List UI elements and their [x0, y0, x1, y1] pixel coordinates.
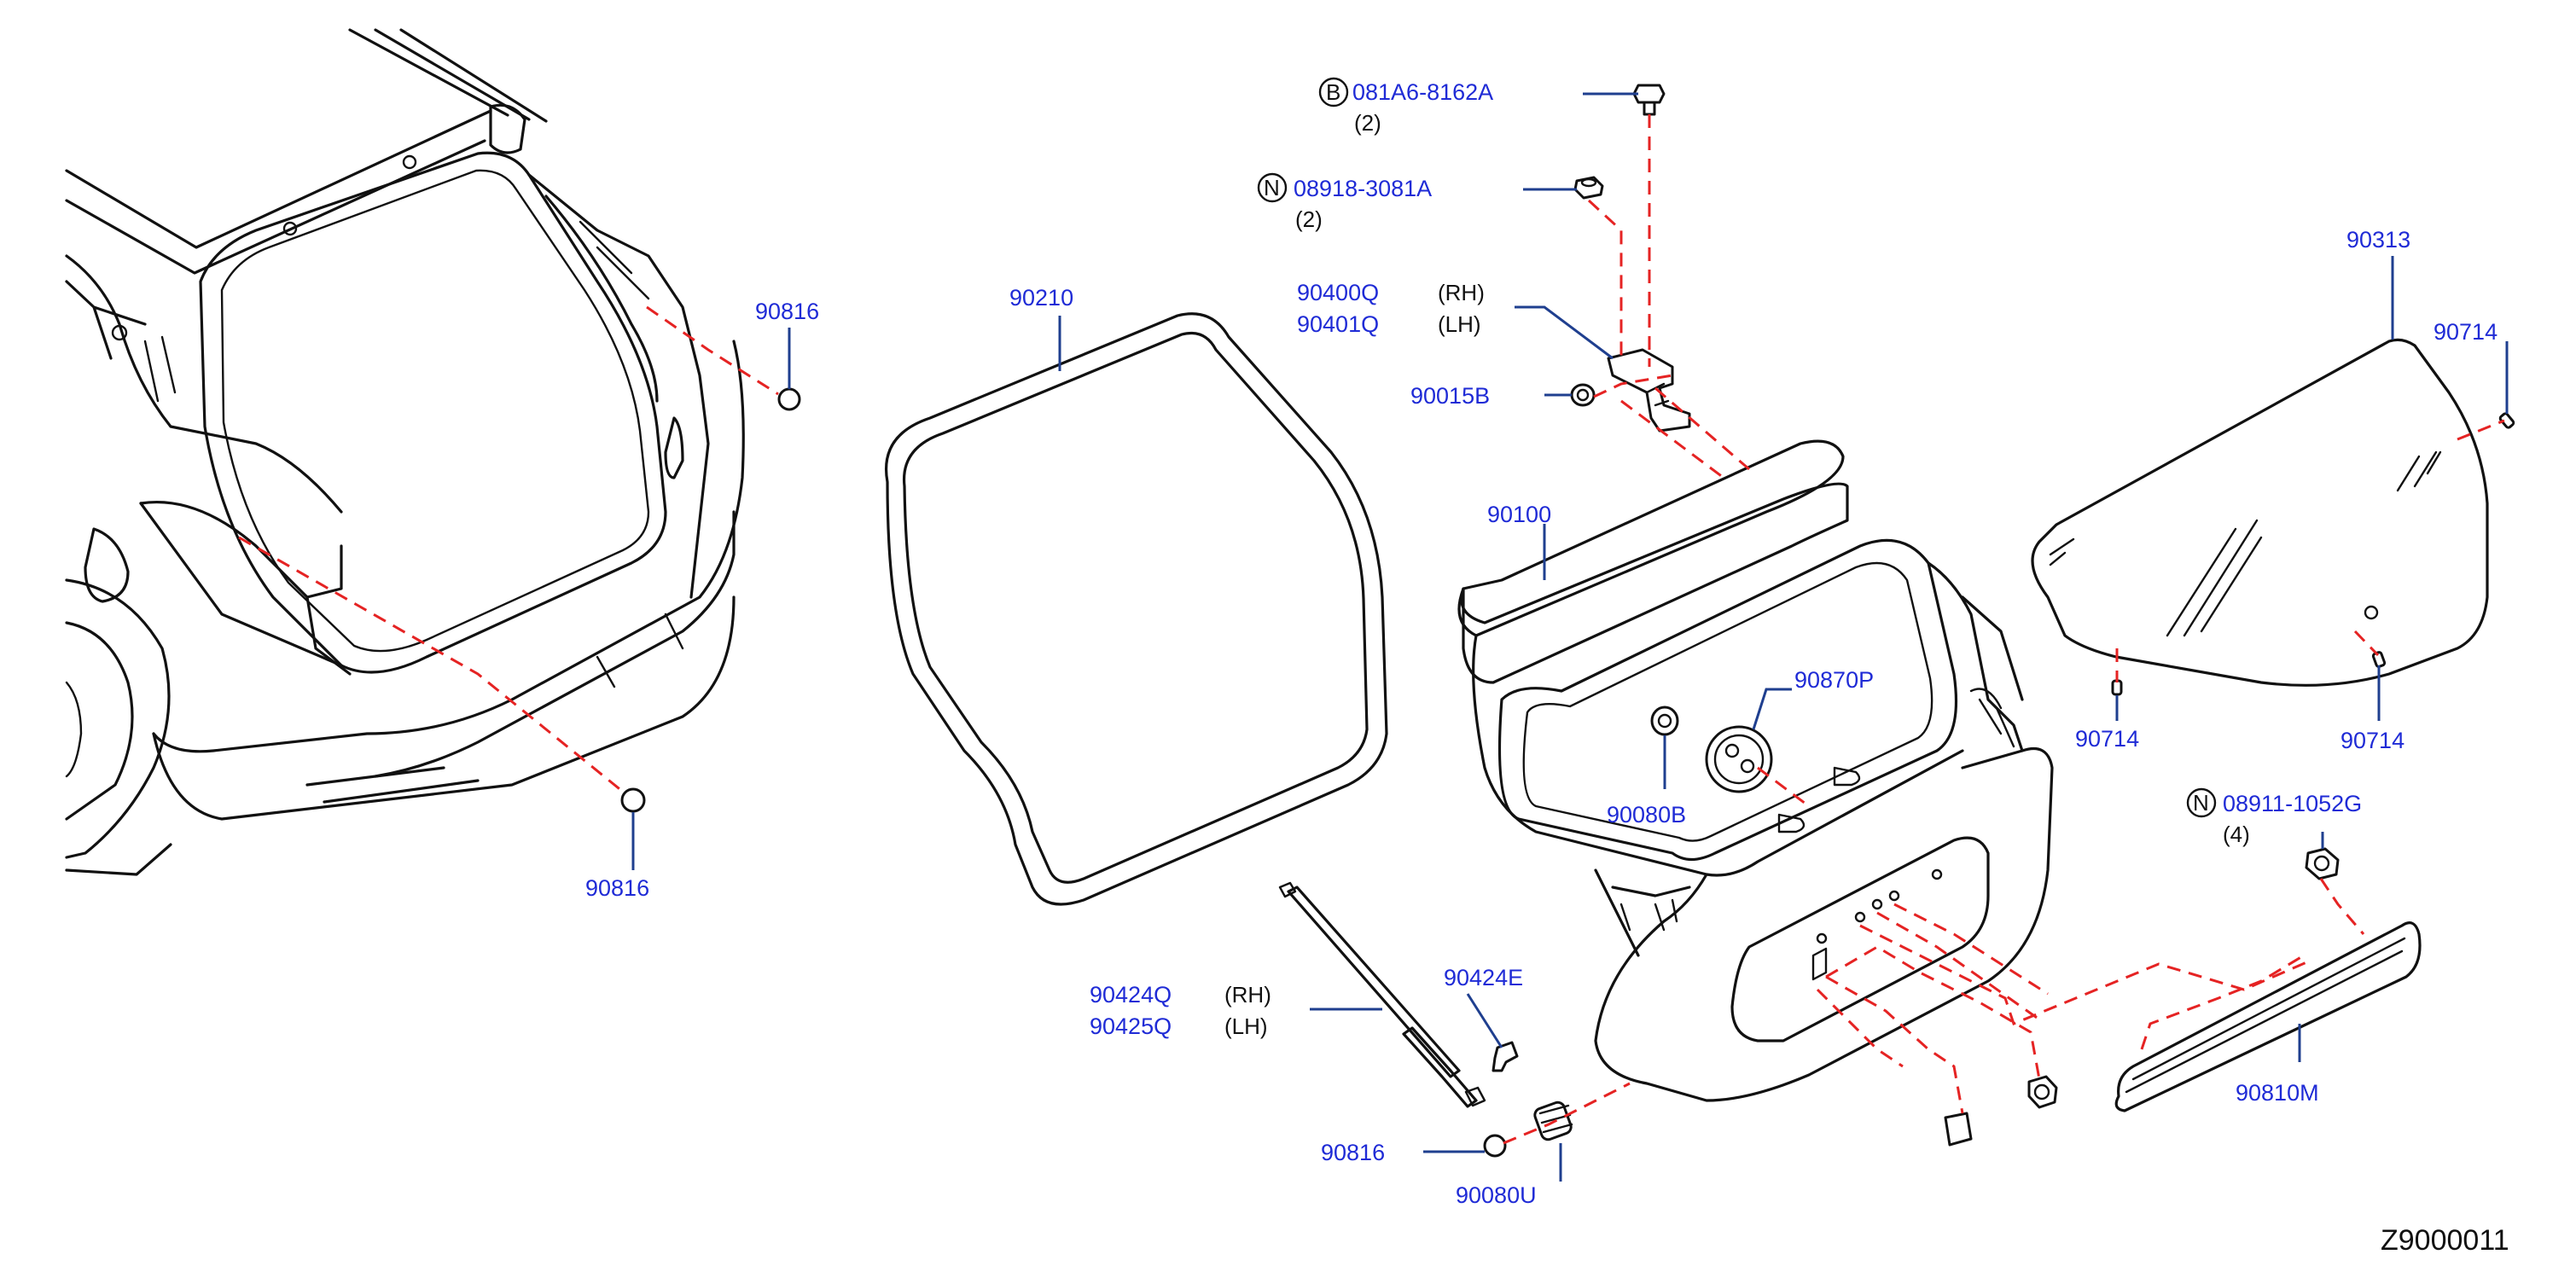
- glass-spacer-right-label[interactable]: 90714: [2340, 728, 2404, 753]
- hinge-bolt-code[interactable]: 081A6-8162A: [1352, 79, 1493, 105]
- hinge-nut-quantity: (2): [1295, 206, 1323, 232]
- nut-mark-n: N: [1264, 175, 1280, 200]
- glass-spacer-right-part[interactable]: [2371, 651, 2387, 668]
- hinge-rh-code[interactable]: 90400Q: [1297, 280, 1379, 305]
- weatherstrip-label[interactable]: 90210: [1009, 285, 1073, 311]
- finisher-nut-part[interactable]: [2305, 847, 2340, 880]
- finisher-nut-label[interactable]: N 08911-1052G (4): [2186, 787, 2362, 847]
- hinge-rh-side: (RH): [1438, 280, 1485, 305]
- hinge-lh-code[interactable]: 90401Q: [1297, 311, 1379, 337]
- door-stopper-lower-label[interactable]: 90080U: [1456, 1182, 1537, 1208]
- hinge-nut-label[interactable]: N 08918-3081A (2): [1257, 172, 1432, 232]
- door-stopper-part[interactable]: [1650, 706, 1679, 736]
- door-stopper-label[interactable]: 90080B: [1607, 802, 1686, 828]
- vehicle-rear-body-illustration: [65, 28, 745, 876]
- bolt-mark-b: B: [1326, 79, 1340, 105]
- hinge-bolt-part[interactable]: [1632, 84, 1666, 116]
- finisher-label[interactable]: 90810M: [2236, 1080, 2319, 1106]
- glass-spacer-top-label[interactable]: 90714: [2434, 319, 2497, 345]
- back-door-panel-90100[interactable]: [1457, 439, 2054, 1102]
- hinge-bolt-label[interactable]: B 081A6-8162A (2): [1318, 77, 1493, 136]
- body-bumper-lower-label[interactable]: 90816: [585, 875, 649, 901]
- hinge-bolt-quantity: (2): [1354, 110, 1381, 136]
- back-door-finisher-part[interactable]: [2114, 921, 2422, 1112]
- weatherstrip-seal-90210[interactable]: [885, 312, 1388, 906]
- license-lamp-cover-part[interactable]: [1944, 1112, 1973, 1147]
- stay-lh-side: (LH): [1224, 1013, 1268, 1039]
- hinge-nut-part[interactable]: [1573, 176, 1604, 200]
- glass-spacer-left-part[interactable]: [2111, 679, 2123, 696]
- door-bumper-part[interactable]: [1483, 1134, 1507, 1158]
- glass-label[interactable]: 90313: [2346, 227, 2410, 253]
- door-bumper-label[interactable]: 90816: [1321, 1140, 1385, 1165]
- stay-rh-code[interactable]: 90424Q: [1090, 982, 1172, 1008]
- body-bumper-lower-part[interactable]: [620, 787, 646, 813]
- glass-spacer-left-label[interactable]: 90714: [2075, 726, 2139, 752]
- body-bumper-upper-part[interactable]: [777, 387, 801, 411]
- finisher-nut-code[interactable]: 08911-1052G: [2223, 791, 2362, 816]
- assembly-lines: [238, 114, 2505, 1145]
- diagram-id: Z9000011: [2381, 1224, 2509, 1257]
- back-door-panel-label[interactable]: 90100: [1487, 502, 1551, 527]
- finisher-clip-part[interactable]: [2027, 1075, 2058, 1109]
- back-door-stay-part[interactable]: [1278, 881, 1486, 1108]
- glass-spacer-top-part[interactable]: [2498, 412, 2515, 429]
- body-bumper-upper-label[interactable]: 90816: [755, 299, 819, 324]
- stay-lh-code[interactable]: 90425Q: [1090, 1013, 1172, 1039]
- stay-rh-side: (RH): [1224, 982, 1271, 1008]
- leader-lines: [631, 92, 2509, 1182]
- finisher-nut-quantity: (4): [2223, 822, 2250, 847]
- stay-clip-label[interactable]: 90424E: [1444, 965, 1523, 990]
- hinge-bushing-label[interactable]: 90015B: [1410, 383, 1490, 409]
- lock-grommet-part[interactable]: [1705, 725, 1773, 793]
- finisher-nut-mark-n: N: [2193, 790, 2209, 816]
- hinge-nut-code[interactable]: 08918-3081A: [1294, 176, 1432, 201]
- hinge-bushing-part[interactable]: [1570, 383, 1596, 407]
- stay-clip-part[interactable]: [1492, 1041, 1519, 1072]
- hinge-lh-side: (LH): [1438, 311, 1481, 337]
- lock-grommet-label[interactable]: 90870P: [1794, 667, 1874, 693]
- back-window-glass-part[interactable]: [2031, 338, 2489, 687]
